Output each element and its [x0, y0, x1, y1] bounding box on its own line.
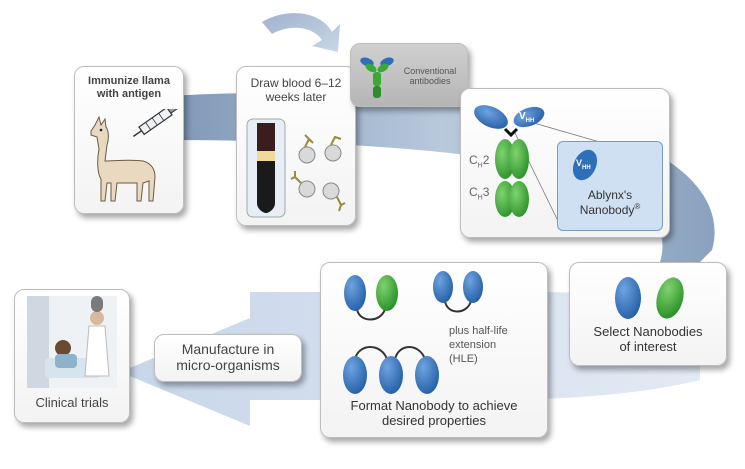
- format-line2: desired properties: [381, 412, 487, 428]
- step-select-card: Select Nanobodies of interest: [569, 262, 727, 366]
- hle-line1: plus half-life: [449, 325, 508, 337]
- ch3-main: C: [469, 185, 478, 199]
- vhh-main: V: [519, 111, 526, 122]
- ch3-label: CH3: [469, 185, 489, 201]
- ch2-num: 2: [482, 153, 490, 167]
- step-select-label: Select Nanobodies of interest: [570, 324, 726, 355]
- immunize-line2: with antigen: [96, 87, 162, 100]
- conventional-line1: Conventional: [403, 66, 457, 76]
- step-draw-blood-label: Draw blood 6–12 weeks later: [237, 76, 355, 105]
- step-clinical-label: Clinical trials: [15, 395, 129, 411]
- ch2-sub: H: [477, 162, 483, 170]
- step-immunize-label: Immunize llama with antigen: [75, 75, 183, 100]
- select-line1: Select Nanobodies: [593, 324, 703, 339]
- conventional-antibody-icon: [360, 57, 394, 98]
- step-manufacture-card: Manufacture in micro-organisms: [154, 334, 302, 382]
- nanobody-vhh-label: VHH: [576, 158, 591, 171]
- immunize-line1: Immunize llama: [88, 75, 170, 87]
- nanobody-line1: Ablynx's: [587, 188, 633, 202]
- step-manufacture-label: Manufacture in micro-organisms: [155, 341, 301, 373]
- nanobody-label: Ablynx's Nanobody®: [558, 188, 662, 218]
- step-clinical-card: Clinical trials: [14, 289, 130, 423]
- formatted-nanobodies-icon: [343, 271, 483, 394]
- hle-label: plus half-life extension (HLE): [449, 325, 545, 366]
- conventional-line2: antibodies: [409, 76, 451, 87]
- step-immunize-card: Immunize llama with antigen: [74, 66, 184, 214]
- step-draw-blood-card: Draw blood 6–12 weeks later: [236, 66, 356, 226]
- manufacture-line2: micro-organisms: [176, 357, 280, 374]
- nanobody-panel: VHH Ablynx's Nanobody®: [557, 141, 663, 231]
- ch2-label: CH2: [469, 153, 489, 169]
- hle-line3: (HLE): [449, 352, 478, 365]
- step-conventional-card: Conventional antibodies: [350, 43, 468, 107]
- vhh-label: VHH: [519, 111, 534, 124]
- step-format-label: Format Nanobody to achieve desired prope…: [321, 398, 547, 429]
- manufacture-line1: Manufacture in: [181, 341, 275, 357]
- blood-tube-icon: [246, 118, 346, 218]
- registered-mark: ®: [634, 202, 641, 212]
- clinical-text: Clinical trials: [35, 395, 109, 410]
- draw-blood-line2: weeks later: [265, 89, 327, 104]
- nanobody-line2: Nanobody: [579, 203, 635, 218]
- ch3-num: 3: [482, 185, 490, 199]
- step-conventional-label: Conventional antibodies: [393, 66, 467, 87]
- ch2-main: C: [469, 153, 478, 167]
- nanobody-domain-icon: [572, 149, 598, 181]
- select-line2: of interest: [619, 338, 677, 354]
- heavy-chain-antibody-diagram: [474, 105, 618, 224]
- nanobody-vhh-main: V: [576, 158, 583, 168]
- clinical-photo-icon: [27, 296, 117, 388]
- nanobody-vhh-sub: HH: [582, 164, 591, 171]
- circular-arrow-icon: [262, 13, 340, 53]
- llama-icon: [90, 109, 180, 202]
- ch3-sub: H: [477, 194, 483, 202]
- selected-nanobodies-icon: [615, 277, 684, 319]
- format-line1: Format Nanobody to achieve: [350, 398, 518, 413]
- hle-line2: extension: [449, 338, 497, 351]
- vhh-sub: HH: [525, 118, 535, 124]
- antibody-spheres-icon: [290, 134, 346, 212]
- step-antibody-detail-card: VHH CH2 CH3 VHH Ablynx's Nanobody®: [460, 88, 670, 238]
- step-format-card: plus half-life extension (HLE) Format Na…: [320, 262, 548, 438]
- draw-blood-line1: Draw blood 6–12: [250, 76, 342, 90]
